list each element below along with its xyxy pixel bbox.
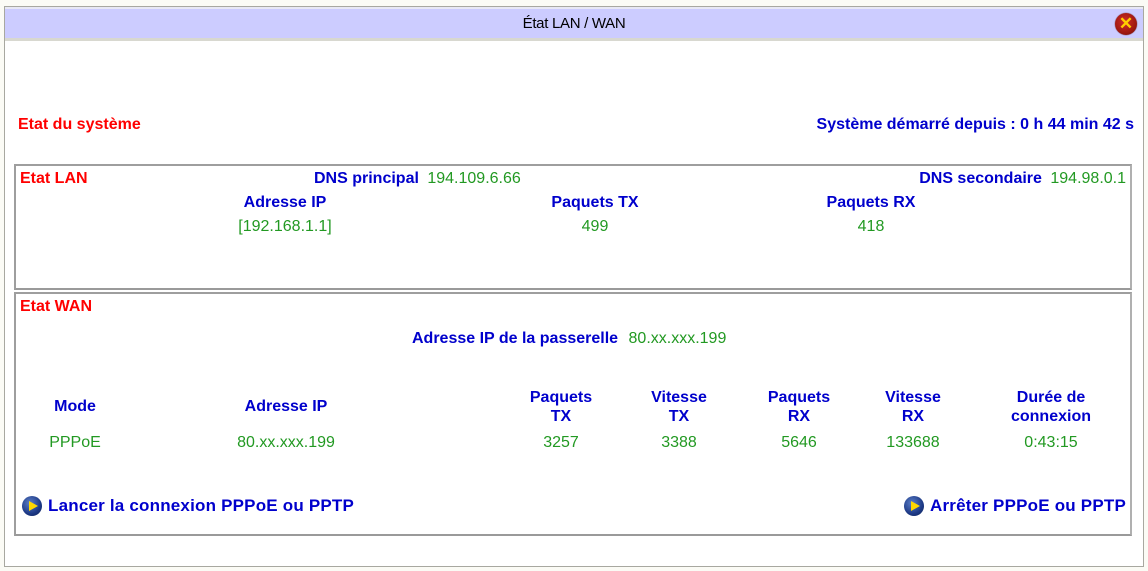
lan-col-tx: Paquets TX [551, 194, 639, 211]
lan-tx-value: 499 [581, 218, 609, 235]
window-title: État LAN / WAN [522, 15, 626, 32]
wan-col-mode: Mode [54, 398, 96, 415]
wan-status-panel: Etat WAN Adresse IP de la passerelle 80.… [14, 292, 1132, 536]
wan-col-tx-speed-l2: TX [668, 408, 690, 425]
wan-col-tx-packets-l2: TX [550, 408, 572, 425]
lan-col-ip: Adresse IP [243, 194, 327, 211]
wan-rx-speed-value: 133688 [886, 434, 940, 451]
dns-secondary: DNS secondaire 194.98.0.1 [919, 170, 1126, 188]
start-connection-link[interactable]: Lancer la connexion PPPoE ou PPTP [22, 496, 354, 516]
gateway-ip: Adresse IP de la passerelle 80.xx.xxx.19… [412, 330, 726, 348]
start-connection-label: Lancer la connexion PPPoE ou PPTP [48, 496, 355, 515]
wan-col-tx-packets: Paquets TX [516, 388, 606, 426]
wan-col-rx-packets: Paquets RX [754, 388, 844, 426]
wan-section-title: Etat WAN [20, 298, 92, 315]
dns-primary-label: DNS principal [314, 170, 419, 187]
wan-duration-value: 0:43:15 [1024, 434, 1078, 451]
stop-connection-link[interactable]: Arrêter PPPoE ou PPTP [904, 496, 1126, 516]
wan-mode-value: PPPoE [49, 434, 101, 451]
play-circle-icon [22, 496, 42, 516]
gateway-label: Adresse IP de la passerelle [412, 330, 619, 347]
wan-tx-packets-value: 3257 [543, 434, 579, 451]
dns-secondary-label: DNS secondaire [919, 170, 1042, 187]
play-circle-icon [904, 496, 925, 516]
wan-col-duration: Durée de connexion [976, 388, 1126, 426]
lan-ip-value: [192.168.1.1] [238, 218, 332, 235]
wan-col-tx-speed-l1: Vitesse [651, 389, 707, 406]
close-icon: ✕ [1118, 14, 1134, 33]
wan-ip-value: 80.xx.xxx.199 [237, 434, 335, 451]
close-button[interactable]: ✕ [1115, 13, 1137, 35]
wan-col-rx-speed-l1: Vitesse [885, 389, 941, 406]
stop-connection-label: Arrêter PPPoE ou PPTP [930, 496, 1126, 515]
lan-col-rx: Paquets RX [826, 194, 916, 211]
wan-tx-speed-value: 3388 [661, 434, 697, 451]
system-status-label: Etat du système [18, 116, 141, 133]
wan-col-rx-packets-l1: Paquets [767, 389, 831, 406]
wan-col-duration-l1: Durée de [1016, 389, 1086, 406]
wan-col-tx-packets-l1: Paquets [529, 389, 593, 406]
wan-col-rx-packets-l2: RX [787, 408, 811, 425]
lan-rx-value: 418 [857, 218, 885, 235]
dns-primary-value: 194.109.6.66 [427, 170, 521, 187]
wan-col-tx-speed: Vitesse TX [634, 388, 724, 426]
wan-col-rx-speed-l2: RX [901, 408, 925, 425]
system-uptime: Système démarré depuis : 0 h 44 min 42 s [816, 116, 1134, 133]
wan-col-duration-l2: connexion [1010, 408, 1091, 425]
wan-col-rx-speed: Vitesse RX [868, 388, 958, 426]
wan-col-ip: Adresse IP [244, 398, 328, 415]
gateway-value: 80.xx.xxx.199 [628, 330, 727, 347]
dns-secondary-value: 194.98.0.1 [1050, 170, 1126, 187]
lan-section-title: Etat LAN [20, 170, 88, 187]
wan-rx-packets-value: 5646 [781, 434, 817, 451]
dns-primary: DNS principal 194.109.6.66 [314, 170, 521, 188]
lan-status-panel: Etat LAN DNS principal 194.109.6.66 DNS … [14, 164, 1132, 290]
title-bar: État LAN / WAN ✕ [5, 7, 1143, 41]
